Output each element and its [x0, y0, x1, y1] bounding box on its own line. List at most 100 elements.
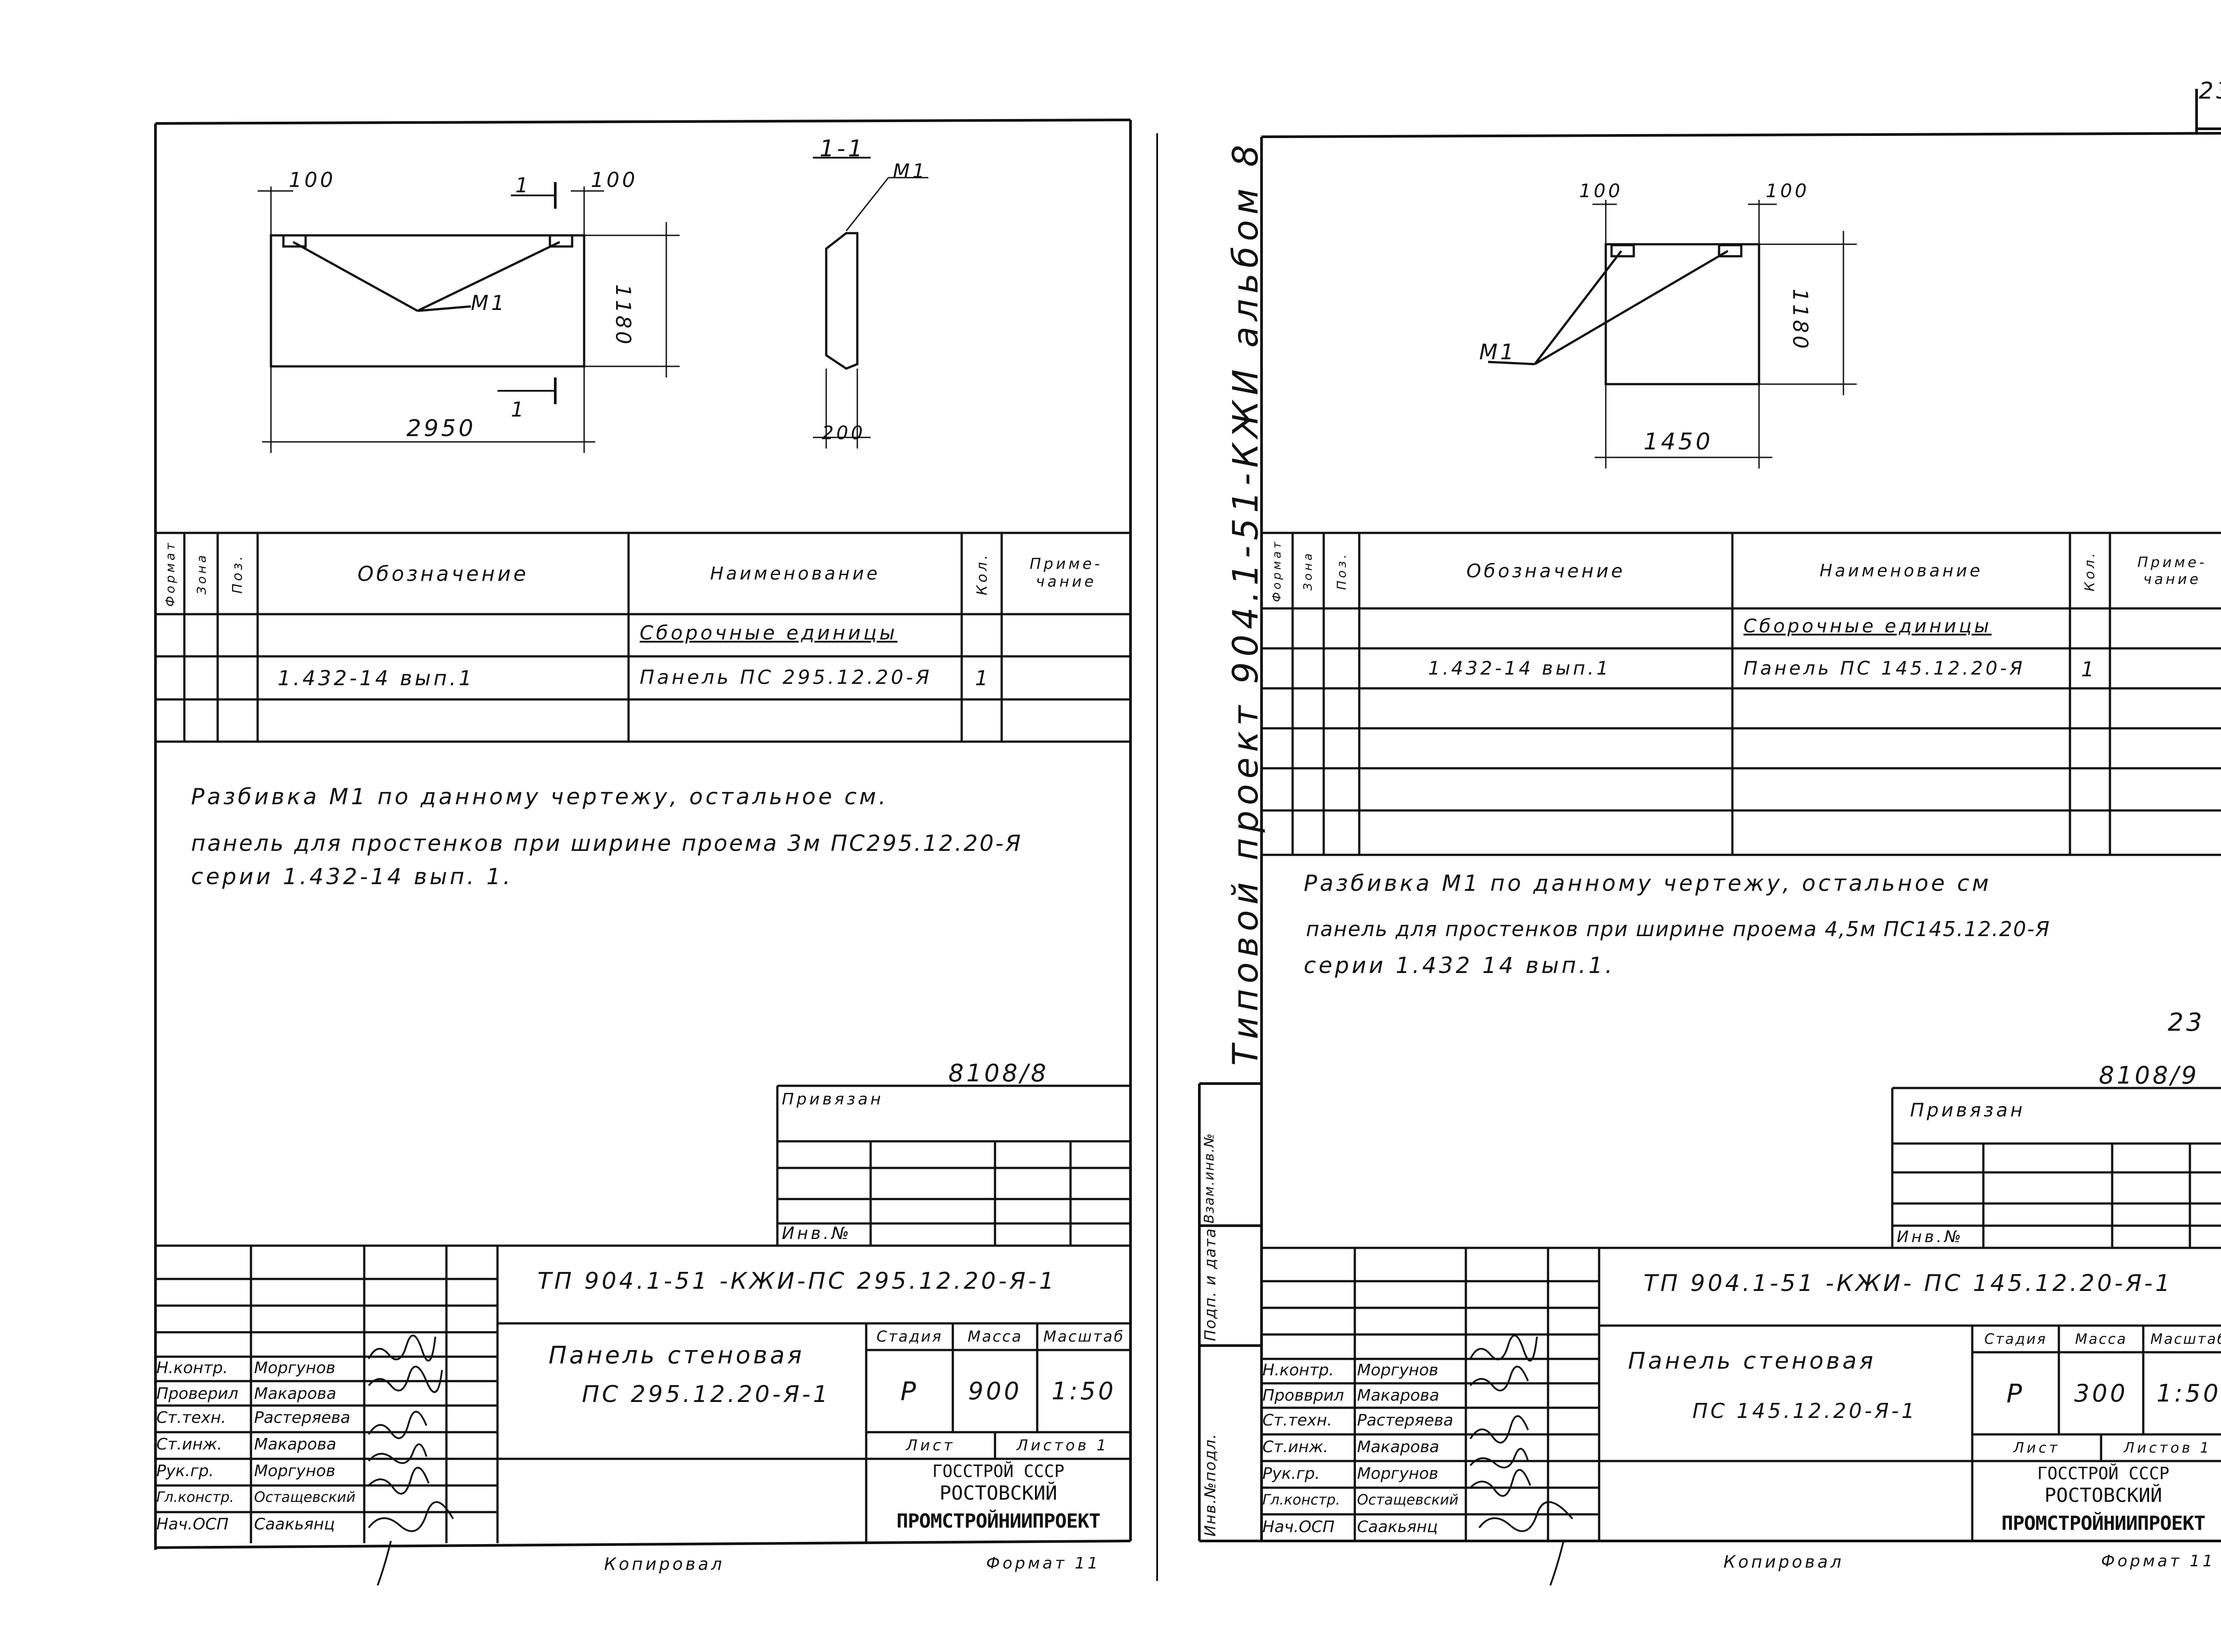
spec-group-label: Сборочные единицы [640, 622, 898, 644]
left-panel-plan [258, 182, 680, 453]
left-dim-top-right: 100 [591, 168, 638, 192]
mass-value: 300 [2074, 1379, 2128, 1407]
spec-header-zone: Зона [194, 552, 209, 595]
left-leader-m1: М1 [471, 291, 507, 315]
spec-header-name: Наименование [710, 563, 880, 584]
copied-label: Копировал [1723, 1552, 1844, 1572]
spec-header-pos: Поз. [1334, 552, 1349, 590]
right-panel-plan [1488, 200, 1857, 469]
corner-mark: 23 [2199, 78, 2221, 104]
spec-row-qty: 1 [975, 666, 991, 690]
copied-label: Копировал [604, 1554, 725, 1574]
spec-header-pos: Поз. [230, 553, 246, 594]
inv-label: Инв.№ [1897, 1228, 1964, 1246]
spec-header-name: Наименование [1819, 561, 1983, 580]
mass-header: Масса [967, 1328, 1023, 1346]
side-stamp: Типовой проект 904.1-51-КЖИ альбом 8 [1226, 139, 1266, 1066]
spec-header-qty: Кол. [973, 552, 991, 595]
spec-row-name: Панель ПС 145.12.20-Я [1743, 657, 2025, 679]
role: Ст.инж. [1262, 1438, 1329, 1456]
org-line-3: ПРОМСТРОЙНИИПРОЕКТ [896, 1509, 1101, 1533]
role: Ст.техн. [1262, 1411, 1332, 1430]
right-sheet-frame [1198, 89, 2221, 1542]
left-dim-height: 1180 [611, 284, 635, 347]
left-spec-grid [155, 532, 1130, 743]
role: Гл.констр. [1262, 1491, 1340, 1508]
title-line-2: ПС 295.12.20-Я-1 [582, 1381, 831, 1408]
person-name: Саакьянц [254, 1515, 335, 1533]
person-name: Остащевский [254, 1489, 356, 1505]
left-dim-width: 2950 [406, 415, 476, 442]
spec-row-designation: 1.432-14 вып.1 [278, 666, 474, 690]
person-name: Макарова [1357, 1438, 1440, 1456]
sheets-label: Листов 1 [1016, 1437, 1109, 1454]
spec-row-designation: 1.432-14 вып.1 [1428, 657, 1611, 679]
spec-header-designation: Обозначение [1466, 560, 1625, 582]
sheet-label: Лист [2013, 1439, 2060, 1456]
person-name: Макарова [254, 1385, 337, 1403]
right-dim-width: 1450 [1644, 429, 1713, 455]
spec-header-zone: Зона [1302, 551, 1315, 591]
person-name: Моргунов [1357, 1465, 1438, 1483]
spec-header-qty: Кол. [2082, 550, 2098, 592]
role: Ст.техн. [156, 1409, 226, 1427]
title-line-1: Панель стеновая [549, 1341, 804, 1369]
left-binding-grid [776, 1084, 1130, 1246]
org-line-1: ГОССТРОЙ СССР [2037, 1463, 2169, 1483]
stage-header: Стадия [1984, 1330, 2047, 1347]
title-line-2: ПС 145.12.20-Я-1 [1692, 1399, 1917, 1423]
note-line-1: Разбивка М1 по данному чертежу, остально… [191, 784, 888, 810]
margin-label: Подп. и дата [1202, 1227, 1219, 1341]
right-leader-m1: М1 [1479, 340, 1516, 365]
page-number: 23 [2168, 1008, 2205, 1037]
org-line-2: РОСТОВСКИЙ [939, 1482, 1057, 1505]
role: Нач.ОСП [156, 1515, 229, 1533]
binding-label: Привязан [1910, 1099, 2026, 1121]
role: Рук.гр. [156, 1462, 214, 1480]
right-dim-height: 1180 [1788, 289, 1812, 352]
left-section-leader: М1 [893, 160, 927, 183]
mass-header: Масса [2075, 1330, 2127, 1347]
right-dim-top-left: 100 [1579, 180, 1623, 202]
person-name: Макарова [254, 1435, 337, 1453]
binding-label: Привязан [782, 1090, 884, 1108]
sheets-label: Листов 1 [2123, 1439, 2212, 1456]
archive-number: 8108/8 [948, 1059, 1049, 1087]
drawing-code: ТП 904.1-51 -КЖИ-ПС 295.12.20-Я-1 [537, 1268, 1057, 1295]
left-sheet-frame [154, 119, 1132, 1550]
note-line-2: панель для простенков при ширине проема … [191, 830, 1023, 856]
signatures [368, 1334, 1573, 1586]
right-dim-top-right: 100 [1766, 180, 1810, 202]
person-name: Остащевский [1357, 1491, 1459, 1508]
scale-header: Масштаб [1043, 1328, 1125, 1346]
spec-header-format: Формат [163, 540, 178, 607]
scale-value: 1:50 [1051, 1377, 1116, 1405]
role: Рук.гр. [1262, 1465, 1320, 1483]
archive-number: 8108/9 [2099, 1061, 2199, 1089]
org-line-2: РОСТОВСКИЙ [2044, 1484, 2162, 1507]
note-line-3: серии 1.432 14 вып.1. [1304, 953, 1615, 978]
note-line-1: Разбивка М1 по данному чертежу, остально… [1304, 870, 1992, 896]
format-label: Формат 11 [2101, 1552, 2216, 1570]
person-name: Макарова [1357, 1386, 1440, 1405]
margin-label: Взам.инв.№ [1202, 1132, 1217, 1223]
spec-row-qty: 1 [2081, 657, 2097, 681]
person-name: Растеряева [254, 1409, 350, 1427]
spec-header-note: Приме-чание [2137, 554, 2207, 588]
scale-header: Масштаб [2150, 1330, 2221, 1347]
org-line-1: ГОССТРОЙ СССР [932, 1461, 1065, 1481]
org-line-3: ПРОМСТРОЙНИИПРОЕКТ [2001, 1512, 2206, 1535]
role: Н.контр. [1262, 1361, 1334, 1379]
left-section-thickness: 200 [822, 422, 866, 444]
right-spec-grid [1262, 532, 2221, 856]
spec-row-name: Панель ПС 295.12.20-Я [640, 666, 932, 689]
note-line-3: серии 1.432-14 вып. 1. [191, 864, 513, 890]
person-name: Саакьянц [1357, 1518, 1438, 1536]
drawing-code: ТП 904.1-51 -КЖИ- ПС 145.12.20-Я-1 [1644, 1270, 2173, 1297]
role: Проверил [156, 1385, 239, 1403]
inv-label: Инв.№ [782, 1223, 852, 1243]
stage-header: Стадия [876, 1328, 943, 1346]
right-binding-grid [1891, 1087, 2221, 1248]
scale-value: 1:50 [2156, 1379, 2221, 1407]
role: Н.контр. [156, 1359, 228, 1377]
